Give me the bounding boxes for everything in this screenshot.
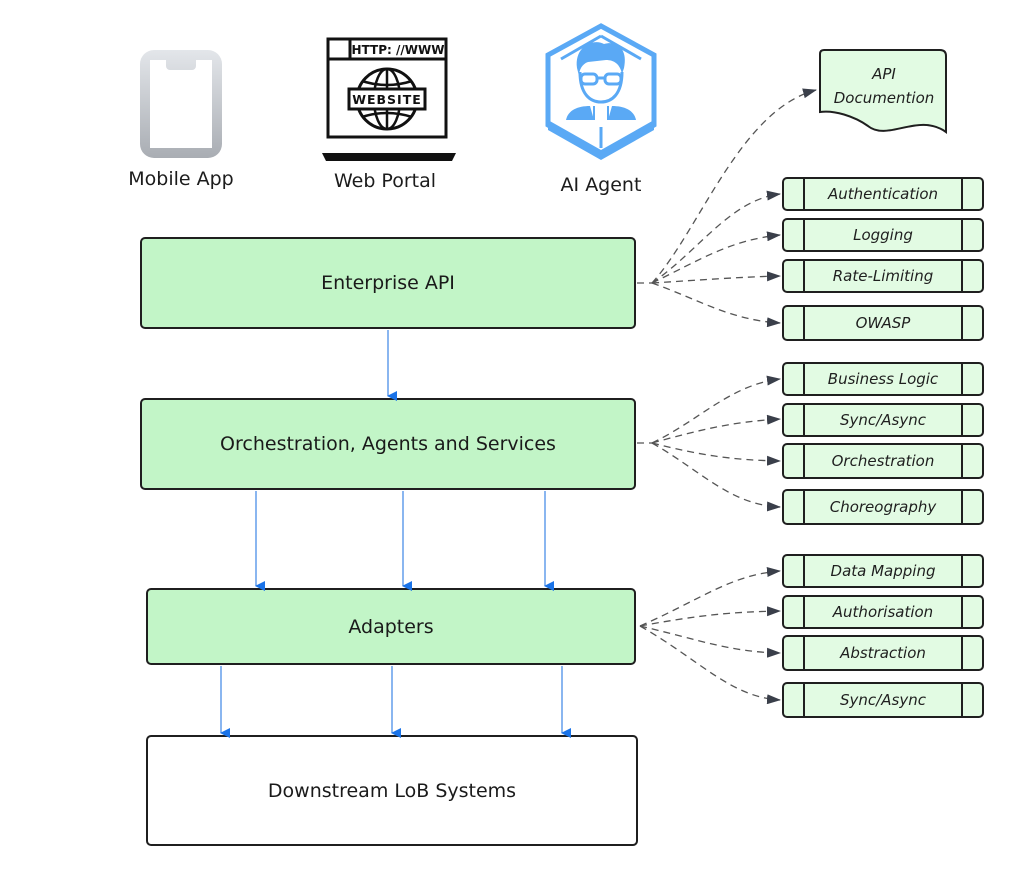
dashed-connector-data-mapping [639, 567, 781, 627]
concern-owasp[interactable]: OWASP [782, 305, 984, 341]
concern-label: Authentication [827, 185, 939, 203]
concern-sync-async[interactable]: Sync/Async [782, 403, 984, 437]
dashed-connector-orchestration [651, 442, 781, 466]
concern-label: Data Mapping [830, 562, 936, 580]
concern-orchestration[interactable]: Orchestration [782, 443, 984, 479]
api-documentation-shape [819, 49, 947, 134]
orchestration-label: Orchestration, Agents and Services [220, 433, 556, 455]
adapters-label: Adapters [348, 615, 434, 638]
ai-agent-hexagon-icon [545, 23, 657, 160]
dashed-connector-business-logic [651, 375, 781, 444]
concern-label: Business Logic [827, 370, 939, 388]
enterprise-api-label: Enterprise API [321, 272, 455, 294]
client-label-web-portal: Web Portal [333, 170, 437, 192]
dashed-connector-choreography [651, 442, 781, 512]
dashed-connector-logging [651, 231, 781, 284]
concern-label: Choreography [829, 498, 937, 516]
downstream-lob-systems-label: Downstream LoB Systems [267, 779, 517, 802]
dashed-connector-sync-async [651, 414, 781, 444]
concern-rate-limiting[interactable]: Rate-Limiting [782, 259, 984, 293]
dashed-connector-authentication [651, 190, 781, 284]
downstream-lob-systems-box[interactable]: Downstream LoB Systems [146, 735, 638, 846]
orchestration-box[interactable]: Orchestration, Agents and Services [140, 398, 636, 490]
dashed-connector-authorisation [639, 606, 781, 627]
enterprise-api-box[interactable]: Enterprise API [140, 237, 636, 329]
concern-label: Rate-Limiting [832, 267, 934, 285]
concern-business-logic[interactable]: Business Logic [782, 362, 984, 396]
url-text: HTTP: //WWW [352, 43, 445, 57]
website-browser-icon: HTTP: //WWW WEBSITE [322, 37, 456, 161]
concern-label: OWASP [855, 314, 911, 332]
concern-choreography[interactable]: Choreography [782, 489, 984, 525]
dashed-connector-abstraction [639, 625, 781, 658]
concern-label: Abstraction [840, 644, 926, 662]
concern-label: Logging [853, 226, 913, 244]
adapters-box[interactable]: Adapters [146, 588, 636, 665]
concern-label: Authorisation [832, 603, 934, 621]
concern-label: Sync/Async [840, 411, 926, 429]
concern-label: Orchestration [831, 452, 935, 470]
client-label-mobile-app: Mobile App [128, 168, 234, 190]
concern-authorisation[interactable]: Authorisation [782, 595, 984, 629]
website-badge-text: WEBSITE [352, 92, 422, 107]
concern-authentication[interactable]: Authentication [782, 177, 984, 211]
api-documentation-line1: API [872, 65, 896, 83]
mobile-phone-icon [140, 50, 222, 158]
concern-sync-async-adapters[interactable]: Sync/Async [782, 682, 984, 718]
client-label-ai-agent: AI Agent [560, 174, 642, 196]
concern-logging[interactable]: Logging [782, 218, 984, 252]
dashed-connector-rate-limiting [651, 271, 781, 284]
concern-data-mapping[interactable]: Data Mapping [782, 554, 984, 588]
concern-abstraction[interactable]: Abstraction [782, 635, 984, 671]
api-documentation-line2: Documention [833, 89, 935, 107]
dashed-connector-sync-async-adapters [639, 625, 781, 705]
api-documentation-label: API Documention [820, 62, 948, 110]
concern-label: Sync/Async [840, 691, 926, 709]
dashed-connector-owasp [651, 282, 781, 328]
